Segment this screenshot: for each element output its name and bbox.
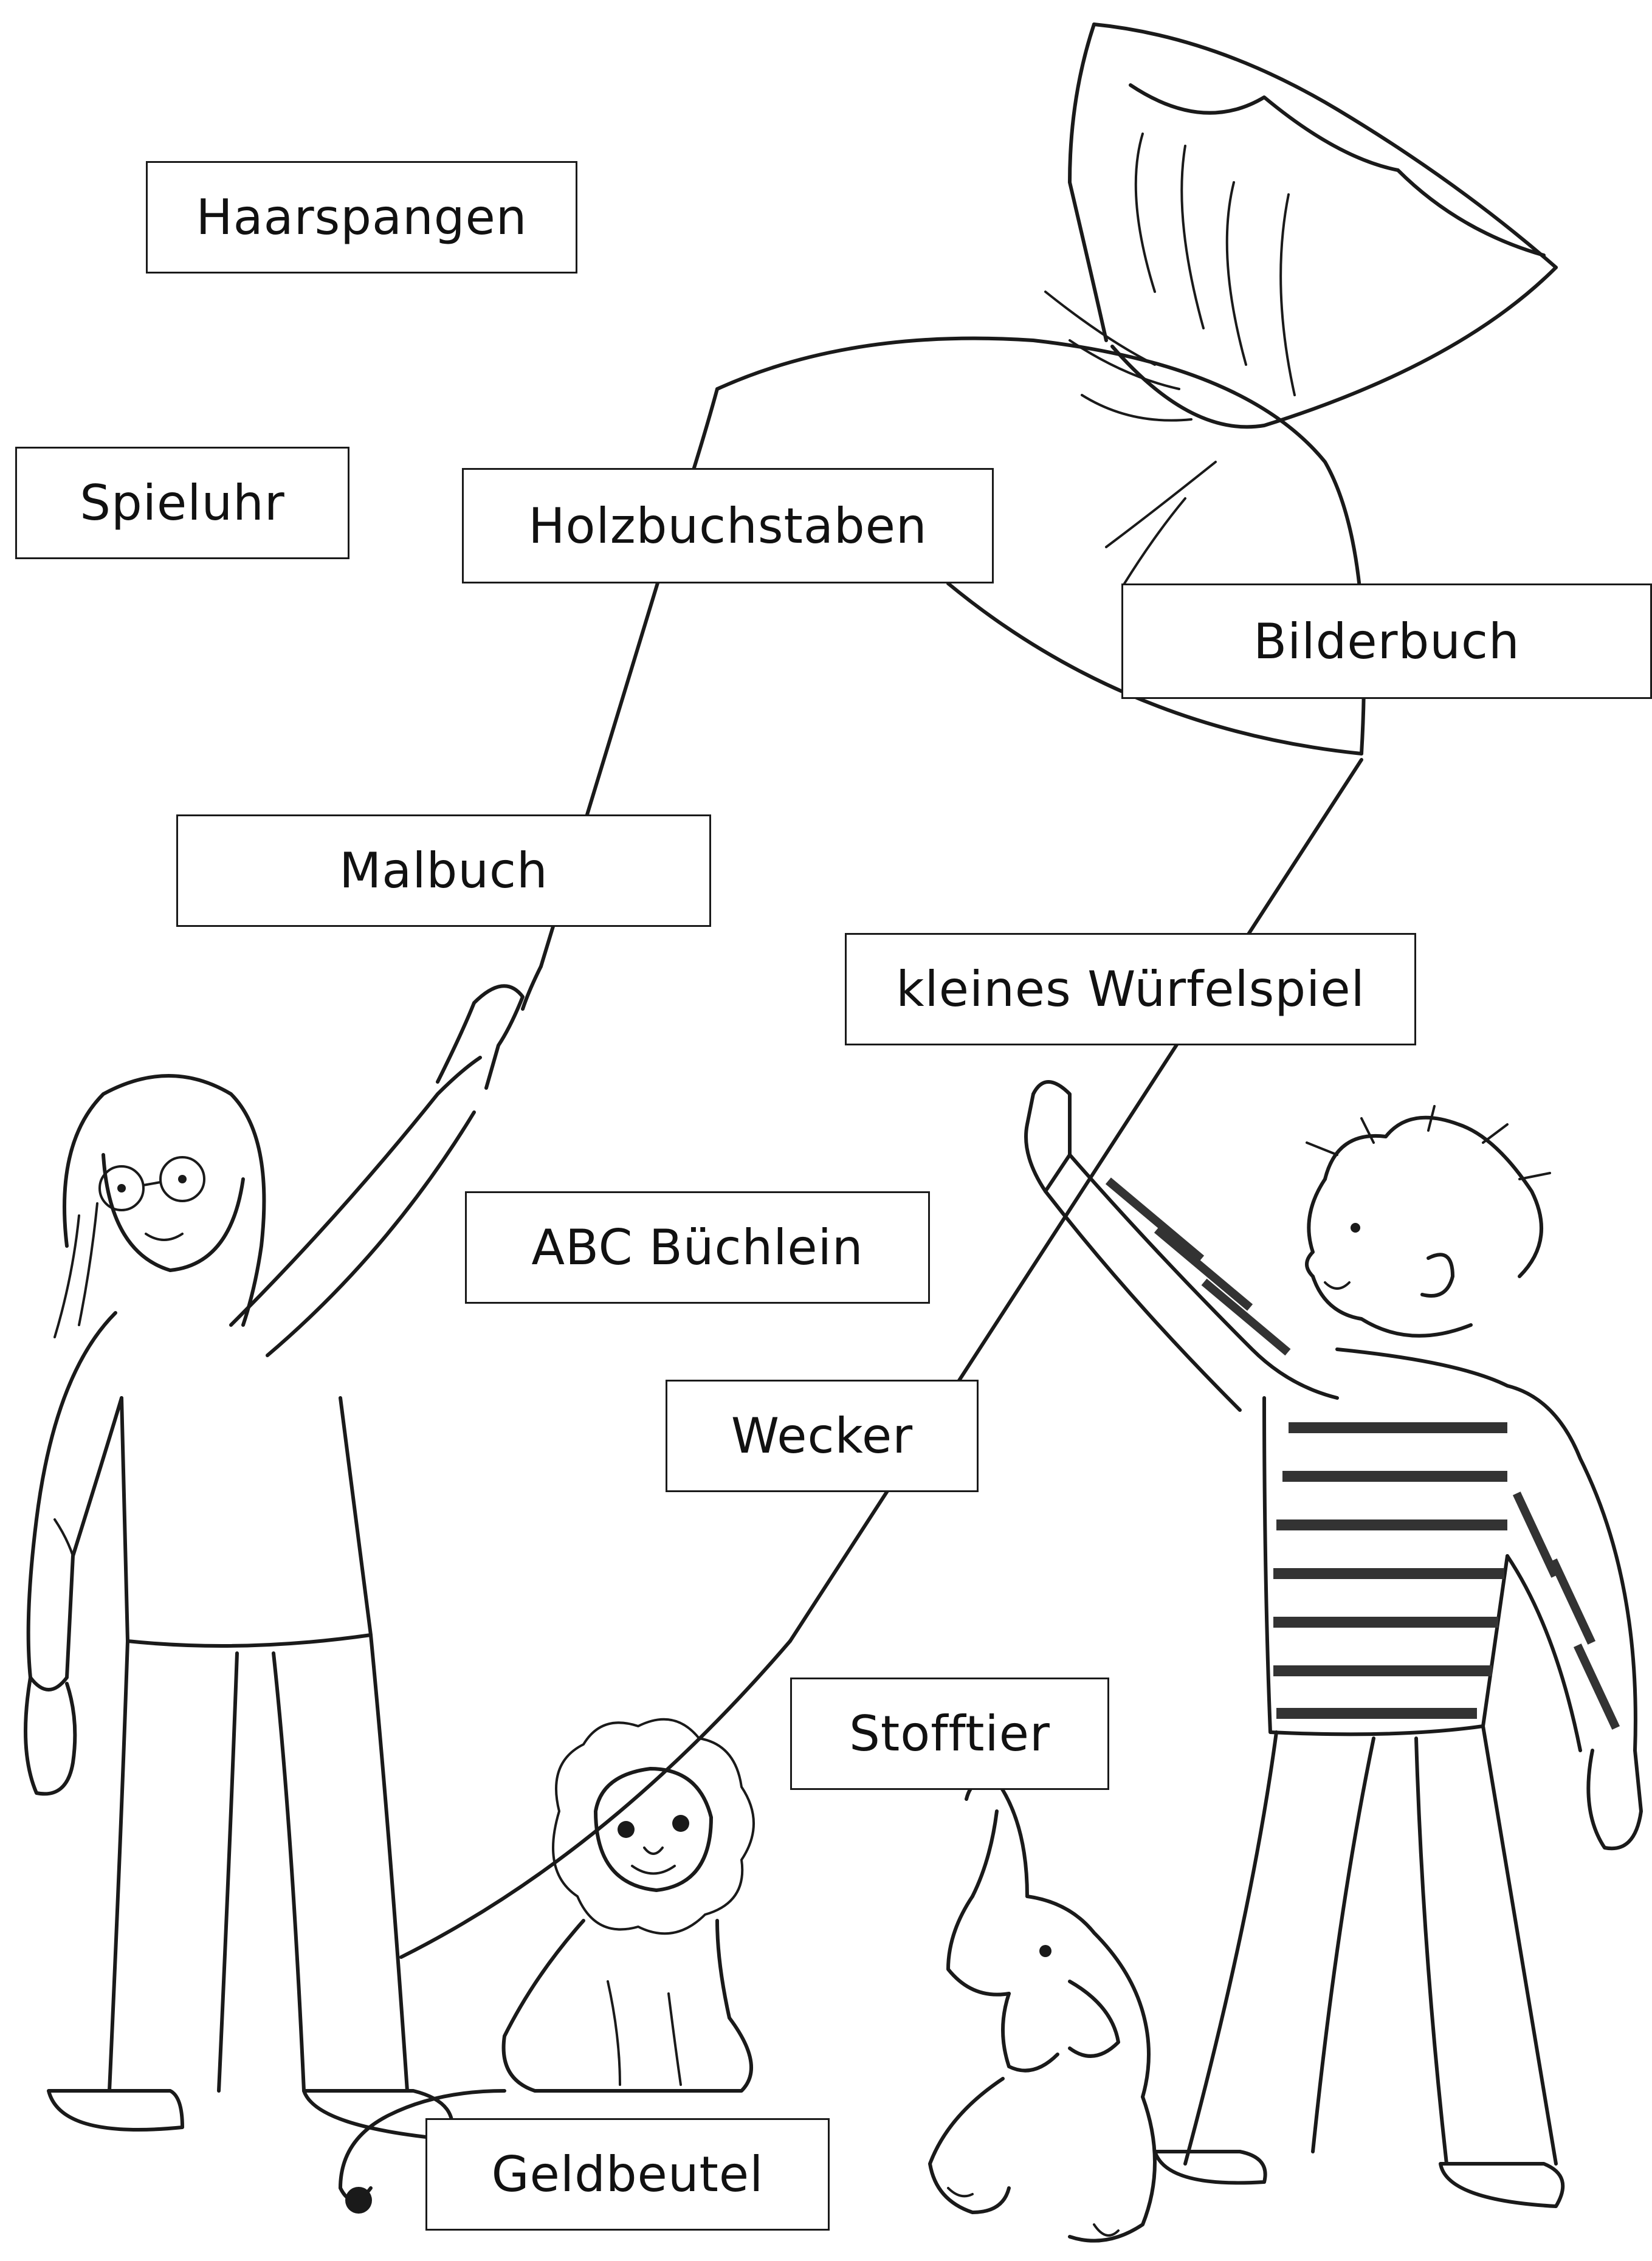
label-wecker: Wecker (666, 1380, 979, 1492)
label-geldbeutel: Geldbeutel (425, 2118, 830, 2231)
elephant-plush-drawing (930, 1780, 1155, 2241)
label-stofftier: Stofftier (790, 1678, 1109, 1790)
girl-drawing (26, 986, 523, 2139)
label-kleines-wuerfelspiel: kleines Würfelspiel (845, 933, 1416, 1045)
label-spieluhr: Spieluhr (15, 447, 349, 559)
label-holzbuchstaben: Holzbuchstaben (462, 468, 994, 583)
sweater-stripes (1106, 1177, 1620, 1730)
label-haarspangen: Haarspangen (146, 161, 577, 274)
label-bilderbuch: Bilderbuch (1121, 583, 1652, 699)
label-malbuch: Malbuch (176, 814, 711, 927)
label-abc-buechlein: ABC Büchlein (465, 1191, 930, 1304)
